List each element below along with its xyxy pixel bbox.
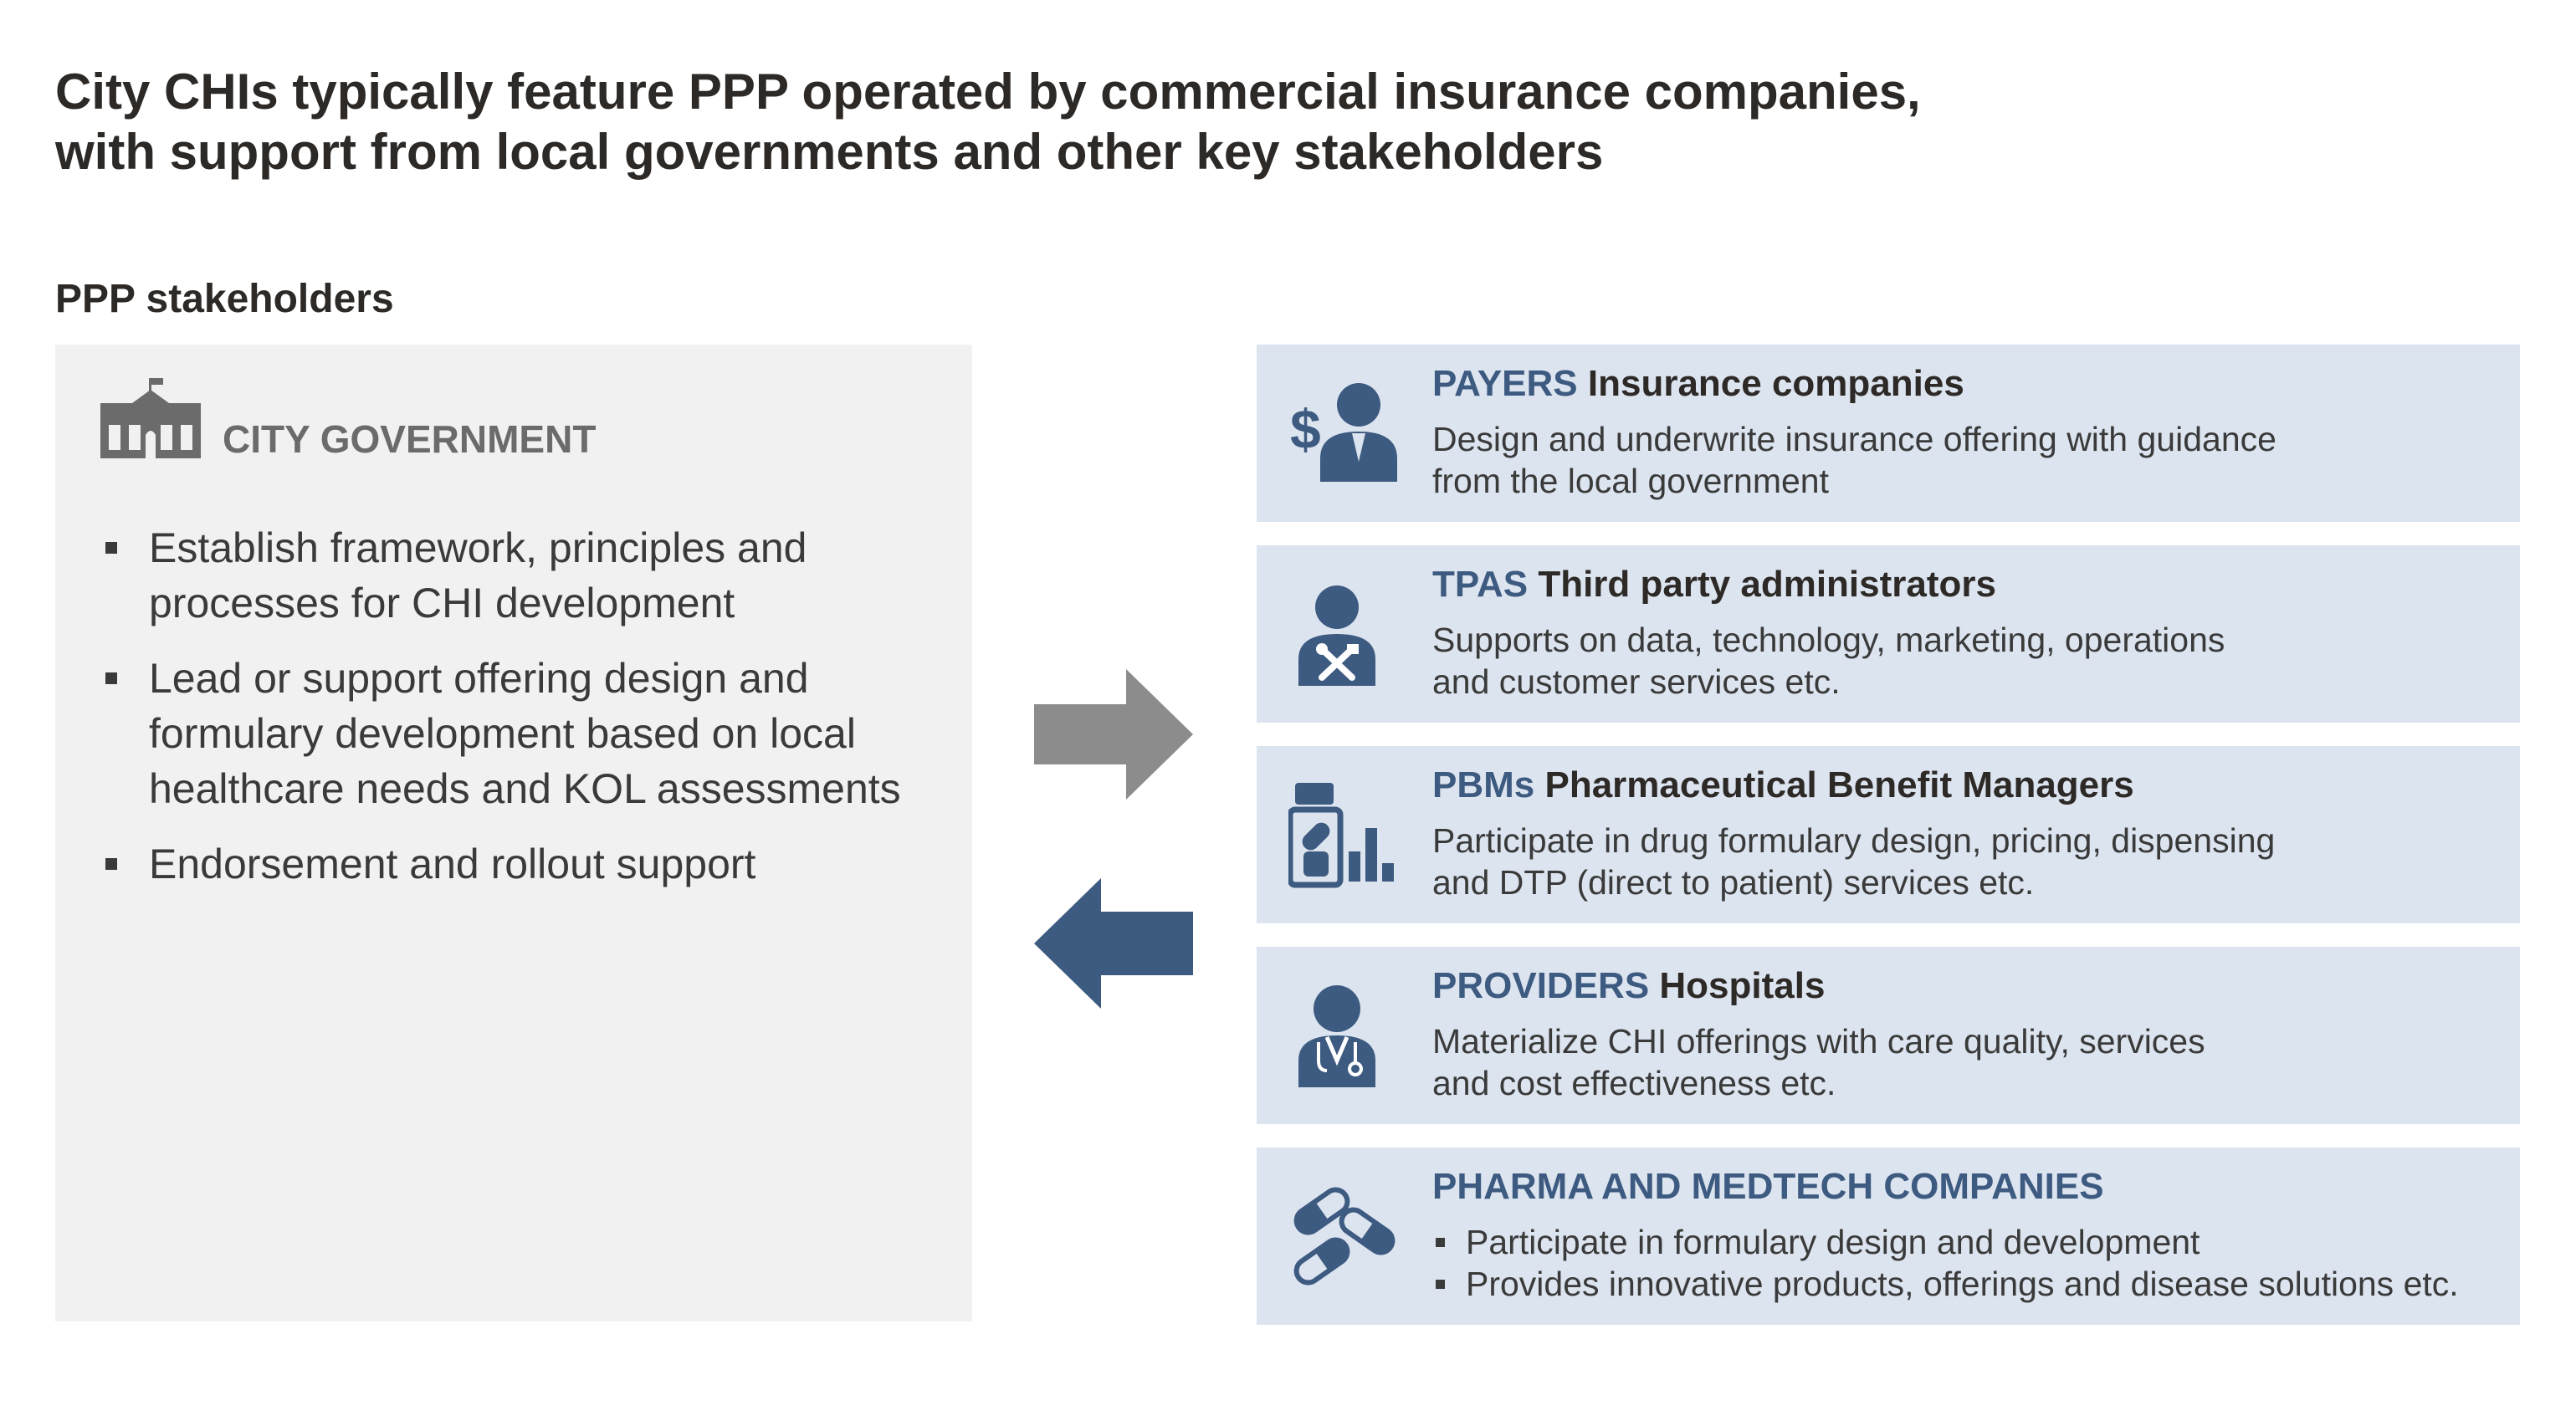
stakeholder-description: Participate in drug formulary design, pr… bbox=[1432, 820, 2503, 903]
list-item: Provides innovative products, offerings … bbox=[1432, 1263, 2503, 1305]
description-line: Participate in drug formulary design, pr… bbox=[1432, 821, 2276, 860]
stakeholder-providers: PROVIDERS Hospitals Materialize CHI offe… bbox=[1257, 947, 2520, 1124]
arrow-right-icon bbox=[1034, 669, 1193, 800]
pharmacy-medicine-chart-icon bbox=[1288, 783, 1394, 888]
stakeholder-name: Third party administrators bbox=[1538, 564, 1996, 605]
stakeholder-tag: PHARMA AND MEDTECH COMPANIES bbox=[1432, 1166, 2104, 1207]
stakeholder-tpas: TPAS Third party administrators Supports… bbox=[1257, 545, 2520, 723]
list-item: Participate in formulary design and deve… bbox=[1432, 1221, 2503, 1263]
stakeholder-name: Hospitals bbox=[1659, 965, 1826, 1006]
doctor-stethoscope-icon bbox=[1298, 985, 1375, 1087]
list-item: Establish framework, principles and proc… bbox=[102, 520, 947, 631]
stakeholder-tag: TPAS bbox=[1432, 564, 1529, 605]
stakeholder-description: Supports on data, technology, marketing,… bbox=[1432, 619, 2503, 703]
stakeholder-heading: PROVIDERS Hospitals bbox=[1432, 965, 1825, 1007]
city-government-label: CITY GOVERNMENT bbox=[223, 417, 597, 461]
page-title: City CHIs typically feature PPP operated… bbox=[55, 62, 2230, 182]
list-item: Lead or support offering design and form… bbox=[102, 651, 947, 816]
stakeholder-bullets: Participate in formulary design and deve… bbox=[1432, 1221, 2503, 1305]
title-line-1: City CHIs typically feature PPP operated… bbox=[55, 64, 1921, 120]
stakeholder-description: Design and underwrite insurance offering… bbox=[1432, 418, 2503, 502]
stakeholder-name: Insurance companies bbox=[1587, 363, 1964, 404]
stakeholder-description: Materialize CHI offerings with care qual… bbox=[1432, 1020, 2503, 1104]
stakeholder-heading: PAYERS Insurance companies bbox=[1432, 363, 1964, 405]
stakeholder-tag: PROVIDERS bbox=[1432, 965, 1650, 1006]
description-line: Design and underwrite insurance offering… bbox=[1432, 420, 2276, 458]
title-line-2: with support from local governments and … bbox=[55, 124, 1604, 180]
stakeholder-heading: PHARMA AND MEDTECH COMPANIES bbox=[1432, 1166, 2104, 1208]
stakeholder-pharma-medtech: PHARMA AND MEDTECH COMPANIES Participate… bbox=[1257, 1148, 2520, 1325]
payer-person-dollar-icon: $ bbox=[1290, 383, 1397, 482]
list-item: Endorsement and rollout support bbox=[102, 836, 947, 892]
description-line: and customer services etc. bbox=[1432, 662, 1841, 701]
description-line: from the local government bbox=[1432, 462, 1830, 500]
description-line: Supports on data, technology, marketing,… bbox=[1432, 621, 2225, 659]
description-line: Materialize CHI offerings with care qual… bbox=[1432, 1022, 2205, 1061]
section-subtitle: PPP stakeholders bbox=[55, 277, 394, 321]
pills-capsules-icon bbox=[1293, 1187, 1396, 1286]
city-government-panel: CITY GOVERNMENT Establish framework, pri… bbox=[55, 345, 972, 1321]
stakeholder-name: Pharmaceutical Benefit Managers bbox=[1544, 764, 2134, 805]
description-line: and DTP (direct to patient) services etc… bbox=[1432, 863, 2035, 902]
administrator-tools-icon bbox=[1298, 585, 1375, 686]
stakeholder-heading: TPAS Third party administrators bbox=[1432, 564, 1996, 606]
government-building-icon bbox=[100, 378, 201, 458]
stakeholder-heading: PBMs Pharmaceutical Benefit Managers bbox=[1432, 764, 2134, 806]
stakeholder-tag: PAYERS bbox=[1432, 363, 1578, 404]
arrow-left-icon bbox=[1034, 878, 1193, 1009]
stakeholder-payers: $ PAYERS Insurance companies Design and … bbox=[1257, 345, 2520, 522]
svg-text:$: $ bbox=[1290, 398, 1321, 460]
stakeholder-tag: PBMs bbox=[1432, 764, 1535, 805]
city-government-bullets: Establish framework, principles and proc… bbox=[102, 520, 947, 912]
stakeholder-pbms: PBMs Pharmaceutical Benefit Managers Par… bbox=[1257, 746, 2520, 923]
description-line: and cost effectiveness etc. bbox=[1432, 1064, 1836, 1102]
